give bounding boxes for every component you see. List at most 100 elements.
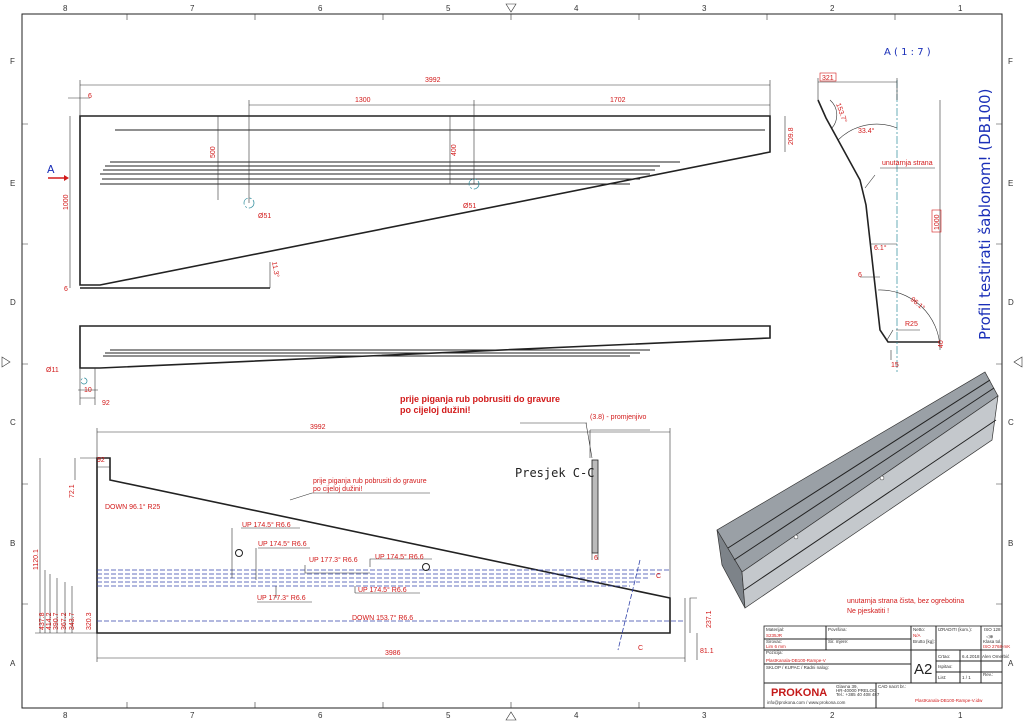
side-hole-label: Ø11 (46, 367, 59, 374)
height: 414.2 (46, 612, 53, 630)
grid-row: C (1008, 418, 1014, 427)
height-total: 1120.1 (33, 549, 40, 570)
height: 437.8 (39, 612, 46, 630)
grid-col: 2 (830, 711, 835, 720)
grid-rows-right: F E D C B A (1008, 57, 1014, 668)
grid-col: 4 (574, 711, 579, 720)
netto-value: N/A (913, 633, 921, 638)
surface-note-line1: unutarnja strana čista, bez ogrebotina (847, 598, 964, 605)
section-title: Presjek C-C (515, 466, 594, 480)
bend-label: UP 177.3° R6.6 (257, 594, 306, 602)
flat-dim-bottom: 3986 (385, 650, 401, 657)
hole-1-label: Ø51 (258, 213, 271, 220)
dim-237: 237.1 (706, 610, 713, 628)
flat-dim-total: 3992 (310, 424, 326, 431)
section-variable: (3.8) - promjenjivo (590, 414, 647, 421)
dim-bottom: 6 (64, 286, 68, 293)
sirovac-label: Sirovac: (766, 639, 782, 644)
crtao-label: Crtao: (938, 654, 950, 659)
grid-row: E (10, 179, 15, 188)
rev-label: Rev.: (983, 672, 993, 677)
down-first-bend: DOWN 96.1° R25 (105, 503, 160, 511)
dim-92: 92 (102, 400, 110, 407)
dim-500: 500 (210, 146, 217, 158)
company-address-2: HR-40000 PRELOG (836, 688, 877, 693)
detail-dim-1000: 1000 (934, 214, 941, 230)
title-block: Materijal: S235JR Površina: Netto: N/A I… (763, 625, 1010, 709)
side-view: Ø11 10 92 (46, 325, 771, 407)
detail-radius: R25 (905, 321, 918, 328)
grid-columns-bottom: 8 7 6 5 4 3 2 1 (63, 711, 963, 720)
height: 390.7 (53, 612, 60, 630)
pozicija-label: Pozicija: (766, 650, 783, 655)
grid-row: B (10, 539, 15, 548)
cad-file: PlastKanala-DB100-Rampe-V.idw (915, 698, 983, 703)
angle-label: 11.3° (270, 261, 281, 278)
detail-dim-end: 40 (938, 340, 945, 348)
detail-thickness: 6 (858, 272, 862, 279)
company-address-3: Tel.: +385 40 408 487 (836, 692, 880, 697)
grid-col: 1 (958, 4, 963, 13)
flat-dim-92: 92 (97, 457, 105, 464)
company-contact[interactable]: info@prokona.com / www.prokona.com (767, 700, 846, 705)
dim-1300: 1300 (355, 97, 371, 104)
cut-label-top: C (656, 573, 661, 580)
grid-col: 3 (702, 711, 707, 720)
section-cut-line (617, 559, 641, 651)
grid-row: A (10, 659, 16, 668)
dim-1702: 1702 (610, 97, 626, 104)
detail-inner-label: unutarnja strana (882, 160, 933, 167)
grid-col: 8 (63, 4, 68, 13)
dim-1000: 1000 (63, 194, 70, 210)
flat-pattern-view: 3992 92 72.1 DOWN 96.1° R25 prije piganj… (33, 424, 714, 662)
klasa-label: Klasa tol.: (983, 639, 1003, 644)
grid-row: C (10, 418, 16, 427)
view-marker: A (47, 163, 55, 176)
iso-3d-view (716, 371, 999, 609)
hole-2-label: Ø51 (463, 203, 476, 210)
grid-col: 7 (190, 4, 195, 13)
grid-row: E (1008, 179, 1013, 188)
grid-col: 5 (446, 711, 451, 720)
bend-label: UP 174.5° R6.6 (358, 586, 407, 594)
section-thickness: 6 (594, 555, 598, 562)
section-c-c: Presjek C-C (3.8) - promjenjivo 6 prije … (400, 394, 650, 562)
crtao-date: 6.4.2018 (962, 654, 980, 659)
grid-columns-top: 8 7 6 5 4 3 2 1 (63, 4, 963, 13)
detail-title: A ( 1 : 7 ) (884, 47, 931, 58)
hole-1 (243, 197, 255, 209)
surface-note-line2: Ne pjeskatiti ! (847, 608, 889, 615)
company-address-1: Glavna 39, (836, 684, 858, 689)
brutto-label: Brutto [kg]: (913, 639, 935, 644)
grid-rows-left: F E D C B A (10, 57, 16, 668)
format-label: A2 (914, 661, 932, 678)
projection-symbol-icon: ◁⊕ (986, 634, 993, 639)
detail-dim-321: 321 (822, 75, 834, 82)
detail-angle-2: 33.4° (858, 127, 875, 135)
section-note-line1: prije piganja rub pobrusiti do gravure (400, 394, 560, 404)
dim-total: 3992 (425, 77, 441, 84)
pozicija-value: PlastKanala-DB100-Rampe-V (766, 658, 826, 663)
section-note-line2: po cijeloj dužini! (400, 405, 471, 415)
bend-label: UP 174.5° R6.6 (375, 553, 424, 561)
flat-note-line2: po cijeloj dužini! (313, 486, 362, 493)
dim-end: 209.8 (788, 127, 795, 145)
ispitao-label: Ispitao: (938, 664, 953, 669)
bend-label: UP 174.5° R6.6 (258, 540, 307, 548)
crtao-name: Alen Omerbić (982, 654, 1010, 659)
detail-dim-15: 15 (891, 362, 899, 369)
cad-label: CAD nacrt br.: (878, 684, 906, 689)
dim-10: 10 (84, 387, 92, 394)
grid-col: 7 (190, 711, 195, 720)
grid-row: A (1008, 659, 1014, 668)
grid-col: 4 (574, 4, 579, 13)
grid-col: 6 (318, 711, 323, 720)
flat-dim-72: 72.1 (69, 484, 76, 498)
view-arrowhead-icon (64, 175, 69, 181)
detail-angle-bottom: 96.1° (909, 295, 927, 312)
height: 320.3 (86, 612, 93, 630)
grid-row: F (1008, 57, 1013, 66)
sklop-label: SKLOP / KUPAC / Radni nalog: (766, 665, 829, 670)
netto-label: Netto: (913, 627, 925, 632)
